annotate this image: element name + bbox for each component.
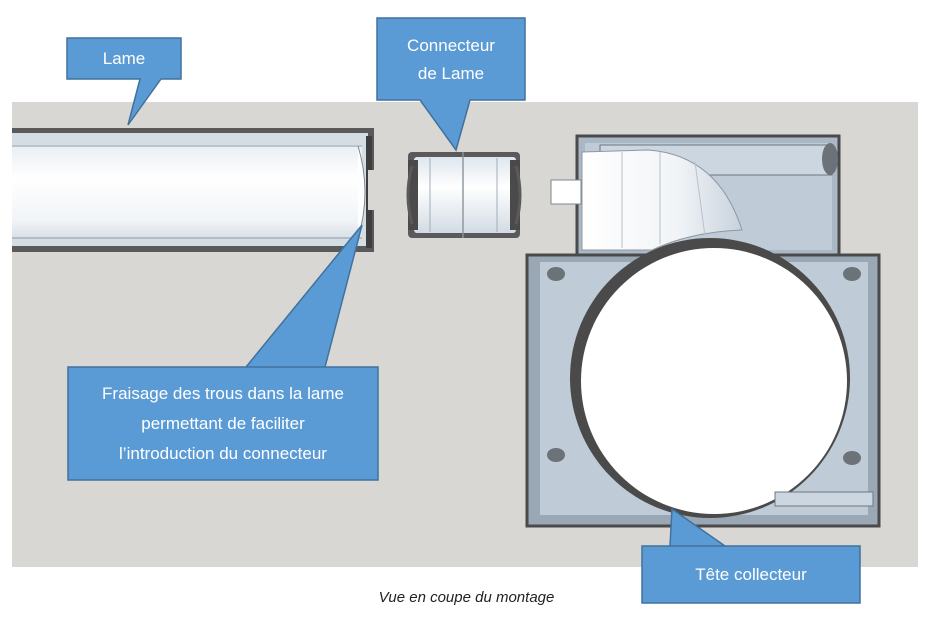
bolt-icon: [547, 267, 861, 465]
callout-lame: [66, 37, 182, 126]
callout-connecteur: [376, 17, 526, 152]
callout-connecteur-label: Connecteur de Lame: [407, 36, 495, 83]
callout-fraisage-label: Fraisage des trous dans la lame permetta…: [102, 384, 344, 463]
tete-collecteur-part: [525, 134, 881, 528]
callout-tete: [641, 507, 861, 604]
callout-lame-label: Lame: [102, 48, 146, 68]
figure-caption: Vue en coupe du montage: [378, 589, 555, 606]
lame-part: [12, 128, 374, 252]
callout-fraisage: [67, 224, 379, 481]
connecteur-part: [406, 152, 522, 238]
callout-tete-label: Tête collecteur: [695, 564, 807, 584]
